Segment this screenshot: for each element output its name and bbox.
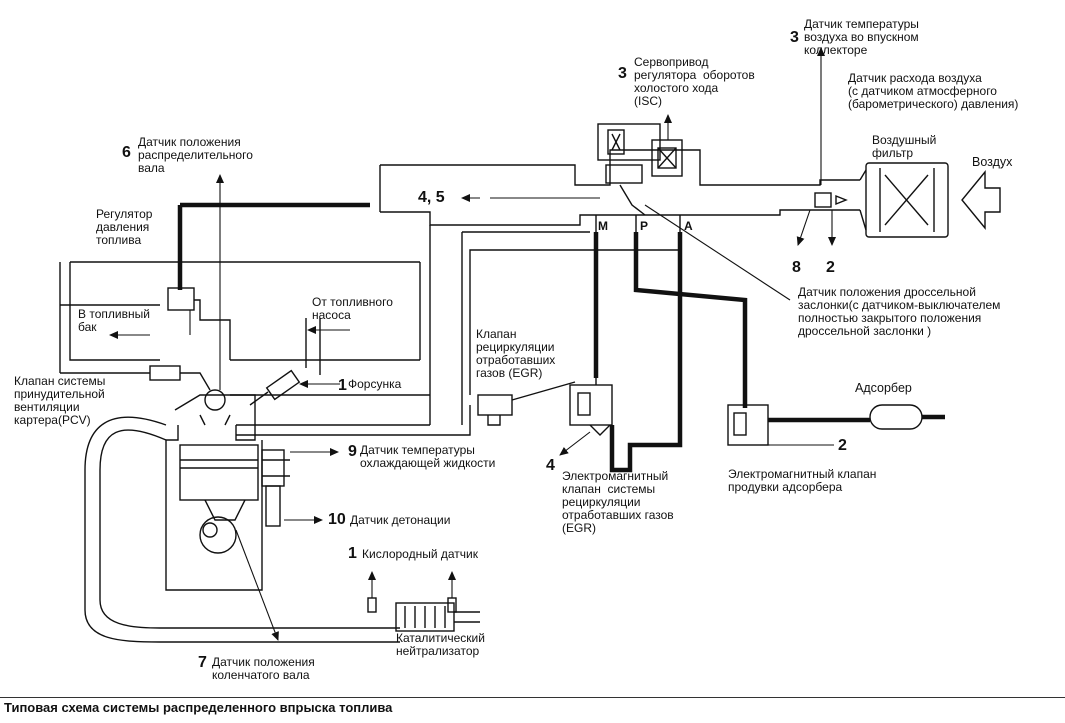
engine-cylinder-head — [174, 394, 256, 441]
caption-divider — [0, 697, 1065, 698]
intake-plenum-outline — [380, 149, 860, 186]
coolant-sensor-number: 9 — [348, 443, 357, 460]
throttle-body — [597, 123, 661, 161]
cam-sensor-label: Датчик положения распределительного вала — [138, 135, 253, 175]
injector-number: 1 — [338, 377, 347, 394]
maf-sensor — [814, 192, 832, 208]
isc-servo — [651, 139, 683, 177]
injector-body — [265, 369, 301, 401]
port-m-label: M — [598, 219, 608, 233]
air-label: Воздух — [972, 155, 1013, 169]
crank-sensor-number: 7 — [198, 654, 207, 671]
iat-sensor-label: Датчик температуры воздуха во впускном к… — [804, 17, 919, 57]
injector-label: Форсунка — [348, 377, 402, 391]
coolant-sensor-label: Датчик температуры охлаждающей жидкости — [360, 443, 496, 470]
adsorber-label: Адсорбер — [855, 381, 912, 395]
purge-valve — [727, 404, 769, 446]
egr-solenoid — [569, 384, 613, 426]
piston — [179, 444, 259, 501]
cam-sensor-number: 6 — [122, 144, 131, 161]
knock-sensor-number: 10 — [328, 511, 346, 528]
air-filter — [865, 162, 949, 238]
air-filter-label: Воздушный фильтр — [872, 133, 937, 160]
ports-reference: 4, 5 — [418, 189, 445, 206]
crank-sensor-label: Датчик положения коленчатого вала — [212, 655, 315, 682]
number-2-top: 2 — [826, 259, 835, 276]
pcv-valve — [149, 365, 181, 381]
catalyst-label: Каталитический нейтрализатор — [396, 631, 485, 658]
tps-sensor-label: Датчик положения дроссельной заслонки(с … — [798, 285, 1001, 338]
egr-valve-label: Клапан рециркуляции отработавших газов (… — [476, 327, 556, 380]
purge-valve-label: Электромагнитный клапан продувки адсорбе… — [728, 467, 877, 494]
isc-label: Сервопривод регулятора оборотов холостог… — [634, 55, 755, 108]
purge-valve-number: 2 — [838, 437, 847, 454]
egr-valve — [477, 394, 513, 416]
adsorber — [869, 404, 923, 430]
o2-sensor-number: 1 — [348, 545, 357, 562]
pcv-valve-label: Клапан системы принудительной вентиляции… — [14, 374, 106, 427]
figure-caption: Типовая схема системы распределенного вп… — [4, 700, 393, 715]
air-inlet-arrow — [961, 170, 1001, 230]
egr-solenoid-label: Электромагнитный клапан системы рециркул… — [562, 469, 674, 535]
fuel-regulator-label: Регулятор давления топлива — [96, 207, 153, 247]
o2-sensor-label: Кислородный датчик — [362, 547, 478, 561]
number-8: 8 — [792, 259, 801, 276]
from-pump-label: От топливного насоса — [312, 295, 393, 322]
iat-sensor-number: 3 — [790, 29, 799, 46]
crankshaft — [199, 516, 237, 554]
isc-number: 3 — [618, 65, 627, 82]
egr-solenoid-number: 4 — [546, 457, 555, 474]
maf-sensor-label: Датчик расхода воздуха (с датчиком атмос… — [848, 71, 1019, 111]
catalytic-converter — [395, 602, 455, 632]
knock-sensor-label: Датчик детонации — [350, 513, 451, 527]
port-a-label: A — [684, 219, 693, 233]
exhaust-pipe — [99, 429, 400, 629]
port-p-label: P — [640, 219, 649, 233]
fuel-regulator — [167, 287, 195, 311]
to-tank-label: В топливный бак — [78, 307, 150, 334]
